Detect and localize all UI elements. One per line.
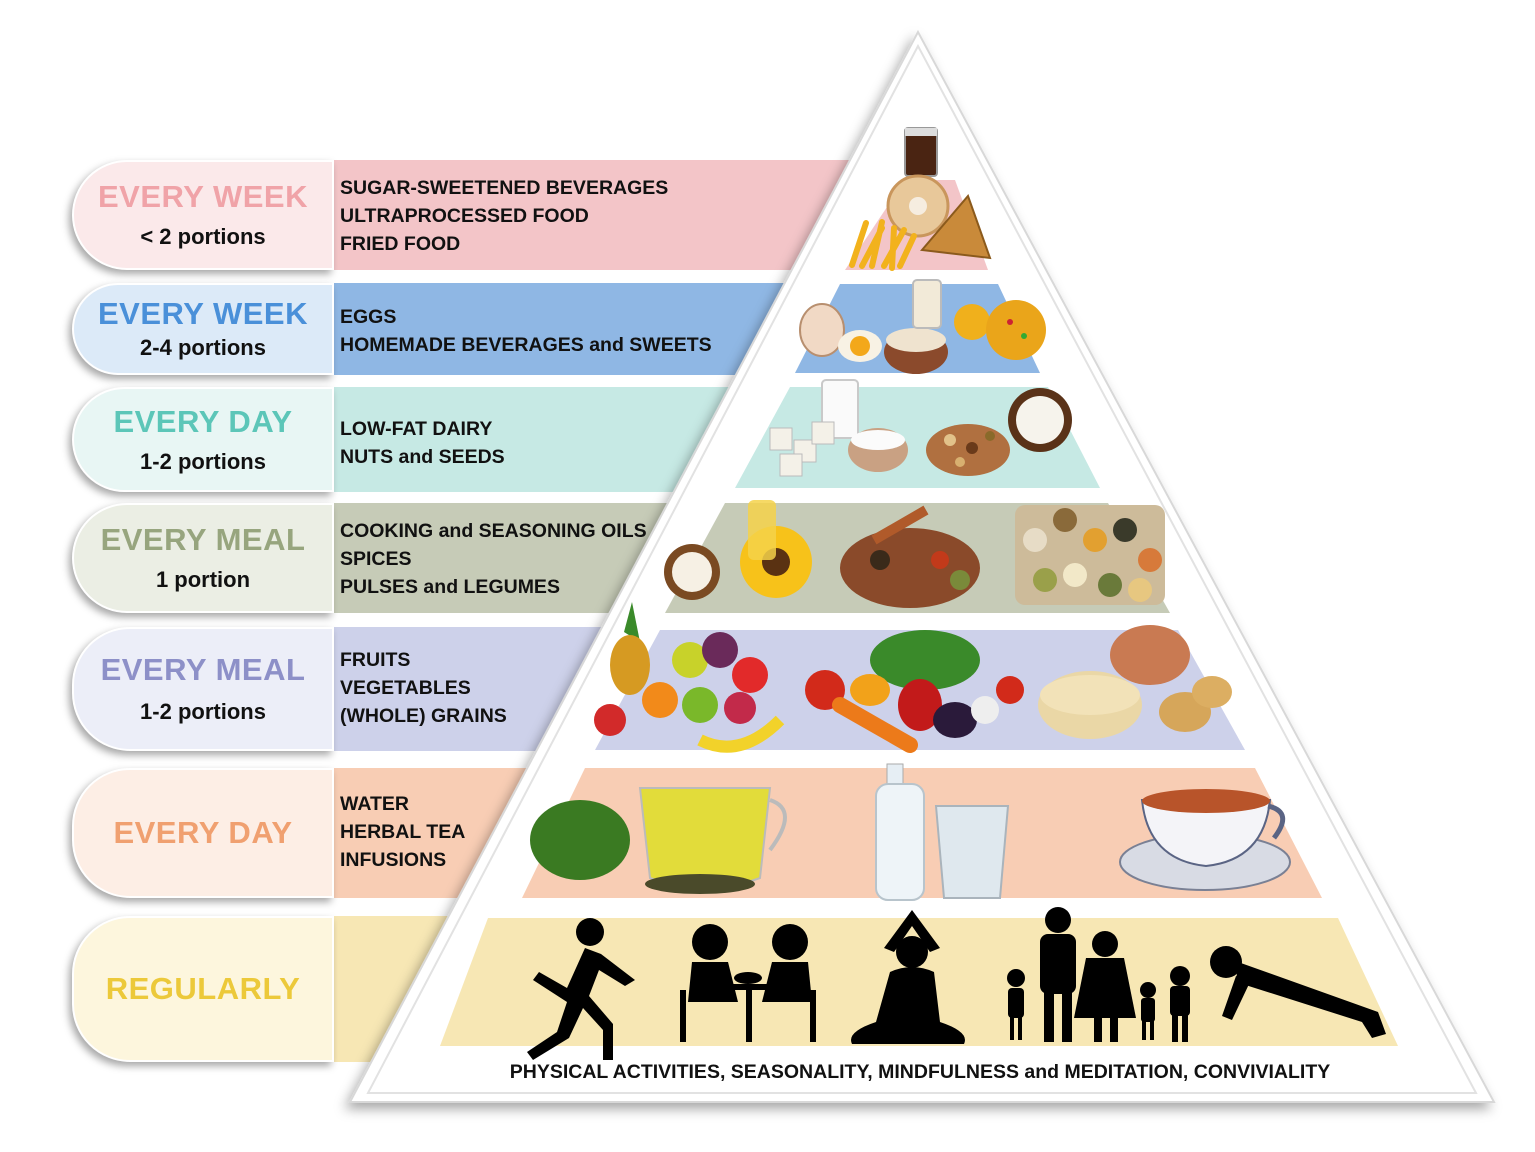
- egg-icon: [799, 303, 882, 362]
- tier-pill: EVERY DAY: [72, 768, 334, 898]
- tier-frequency: EVERY DAY: [113, 403, 293, 439]
- tier-item: FRIED FOOD: [340, 233, 461, 255]
- shared-meal-icon: [680, 924, 816, 1042]
- water-glass-icon: [934, 805, 1010, 899]
- tier-frequency: EVERY MEAL: [100, 522, 306, 557]
- tier-every-week-2: EVERY WEEK 2-4 portions EGGS HOMEMADE BE…: [72, 283, 802, 375]
- spices-icon: [840, 505, 980, 608]
- fries-icon: [849, 219, 917, 271]
- tier-every-day-1: EVERY DAY 1-2 portions LOW-FAT DAIRY NUT…: [72, 387, 740, 492]
- water-bottle-icon: [875, 763, 925, 901]
- tier-pill: EVERY WEEK < 2 portions: [72, 160, 334, 270]
- tier-portion: 1-2 portions: [140, 699, 266, 724]
- tea-cup-icon: [1119, 789, 1291, 891]
- family-walk-icon: [1007, 907, 1190, 1042]
- tier-item: VEGETABLES: [340, 677, 471, 699]
- tier-items: LOW-FAT DAIRY NUTS and SEEDS: [340, 415, 505, 471]
- sunflower-oil-icon: [664, 500, 812, 600]
- coconut-icon: [1008, 388, 1072, 452]
- tier-every-week-1: EVERY WEEK < 2 portions SUGAR-SWEETENED …: [72, 160, 862, 270]
- samosa-icon: [920, 194, 992, 260]
- grains-icon: [1038, 625, 1232, 739]
- tier-item: LOW-FAT DAIRY: [340, 418, 493, 440]
- green-tea-icon: [530, 787, 787, 894]
- legumes-icon: [1015, 505, 1165, 605]
- tier-item: PULSES and LEGUMES: [340, 576, 560, 598]
- tier-band: [334, 387, 740, 492]
- tier-item: ULTRAPROCESSED FOOD: [340, 205, 589, 227]
- tier-item: NUTS and SEEDS: [340, 446, 505, 468]
- tier-band: [334, 283, 802, 375]
- runner-icon: [527, 918, 635, 1060]
- pyramid-inner-border: [366, 43, 1478, 1094]
- tier-pill: EVERY DAY 1-2 portions: [72, 387, 334, 492]
- donut-icon: [886, 174, 950, 238]
- meditation-icon: [851, 910, 965, 1044]
- tier-frequency: EVERY MEAL: [100, 652, 306, 687]
- pushup-icon: [1210, 946, 1386, 1038]
- tier-item: INFUSIONS: [340, 849, 447, 871]
- tier-every-meal-1: EVERY MEAL 1 portion COOKING and SEASONI…: [72, 503, 692, 613]
- laddu-icon: [954, 300, 1046, 360]
- tier-band: [334, 160, 862, 270]
- tier-items: SUGAR-SWEETENED BEVERAGES ULTRAPROCESSED…: [340, 174, 668, 258]
- tier-portion: 2-4 portions: [140, 335, 266, 360]
- tier-pill: EVERY MEAL 1 portion: [72, 503, 334, 613]
- base-caption: PHYSICAL ACTIVITIES, SEASONALITY, MINDFU…: [509, 1061, 1331, 1083]
- vegetables-icon: [805, 630, 1024, 753]
- tier-frequency: EVERY DAY: [113, 815, 293, 850]
- tier-frequency: EVERY WEEK: [98, 179, 308, 214]
- tier-item: (WHOLE) GRAINS: [340, 705, 507, 727]
- cola-glass-icon: [904, 127, 938, 177]
- tier-item: EGGS: [340, 306, 397, 328]
- tier-items: FRUITS VEGETABLES (WHOLE) GRAINS: [340, 646, 507, 730]
- tier-pill: REGULARLY: [72, 916, 334, 1062]
- yogurt-icon: [848, 428, 908, 472]
- tofu-icon: [769, 421, 835, 477]
- tier-portion: < 2 portions: [140, 224, 266, 249]
- tier-item: HOMEMADE BEVERAGES and SWEETS: [340, 334, 712, 356]
- tier-items: COOKING and SEASONING OILS SPICES PULSES…: [340, 517, 647, 601]
- milk-glass-icon: [912, 279, 942, 329]
- rice-pudding-icon: [884, 328, 948, 374]
- tier-item: HERBAL TEA: [340, 821, 466, 843]
- tier-portion: 1 portion: [155, 567, 251, 592]
- tier-pill: EVERY WEEK 2-4 portions: [72, 283, 334, 375]
- tier-frequency: REGULARLY: [105, 971, 301, 1006]
- tier-items: EGGS HOMEMADE BEVERAGES and SWEETS: [340, 303, 712, 359]
- tier-item: COOKING and SEASONING OILS: [340, 520, 647, 542]
- tier-pill: EVERY MEAL 1-2 portions: [72, 627, 334, 751]
- tier-portion: 1-2 portions: [140, 448, 266, 474]
- fruit-basket-icon: [594, 602, 785, 753]
- tier-items: WATER HERBAL TEA INFUSIONS: [340, 790, 465, 874]
- tier-item: WATER: [340, 793, 409, 815]
- nuts-icon: [926, 424, 1010, 476]
- tier-item: SUGAR-SWEETENED BEVERAGES: [340, 177, 669, 199]
- tier-item: FRUITS: [340, 649, 411, 671]
- tier-item: SPICES: [340, 548, 412, 570]
- tier-frequency: EVERY WEEK: [98, 296, 308, 331]
